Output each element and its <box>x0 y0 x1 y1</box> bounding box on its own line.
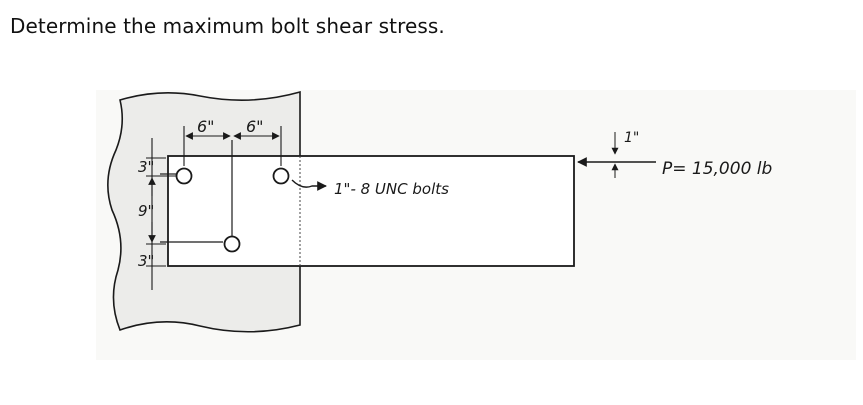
question-text: Determine the maximum bolt shear stress. <box>10 14 445 38</box>
dim-vertical-middle-label: 9" <box>138 202 154 220</box>
dim-horizontal-2-label: 6" <box>246 117 264 136</box>
dim-vertical-top-label: 3" <box>138 158 154 176</box>
dim-horizontal-1-label: 6" <box>197 117 215 136</box>
dim-offset-label: 1" <box>624 130 639 146</box>
dim-vertical-bottom-label: 3" <box>138 252 154 270</box>
bolt-callout-leader <box>291 179 327 191</box>
bolt-1 <box>175 167 193 185</box>
bolt-2 <box>272 167 290 185</box>
bolt-label: 1"- 8 UNC bolts <box>334 180 449 198</box>
bolt-3 <box>223 235 241 253</box>
load-label: P= 15,000 lb <box>662 159 772 179</box>
